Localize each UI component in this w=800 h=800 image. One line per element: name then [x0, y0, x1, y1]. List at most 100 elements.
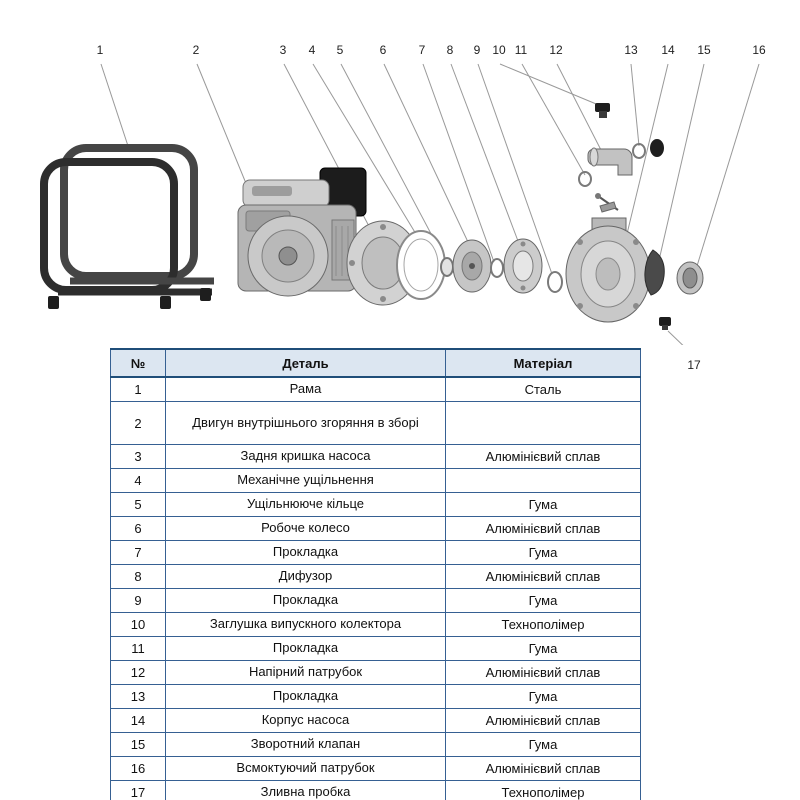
cell-material: Гума — [445, 684, 641, 709]
callout-1: 1 — [96, 43, 104, 57]
cell-no: 5 — [110, 492, 166, 517]
table-row: 3 Задня кришка насоса Алюмінієвий сплав — [110, 444, 641, 469]
table-row: 10 Заглушка випускного колектора Технопо… — [110, 612, 641, 637]
table-header-row: № Деталь Матеріал — [110, 348, 641, 378]
impeller-part — [452, 239, 492, 293]
callout-9: 9 — [473, 43, 481, 57]
cell-no: 4 — [110, 468, 166, 493]
table-row: 16 Всмоктуючий патрубок Алюмінієвий спла… — [110, 756, 641, 781]
callout-17: 17 — [687, 358, 701, 372]
cell-no: 1 — [110, 376, 166, 402]
cell-part: Рама — [165, 376, 446, 402]
table-row: 7 Прокладка Гума — [110, 540, 641, 565]
callout-4: 4 — [308, 43, 316, 57]
o-ring-part — [440, 257, 454, 277]
gasket-part-7 — [490, 258, 504, 278]
cell-material: Гума — [445, 636, 641, 661]
exploded-view-diagram: 1 2 3 4 5 6 7 8 9 10 11 12 13 14 15 16 1… — [0, 0, 800, 371]
cell-material — [445, 468, 641, 493]
callout-2: 2 — [192, 43, 200, 57]
cell-material: Гума — [445, 732, 641, 757]
callout-15: 15 — [697, 43, 711, 57]
callout-11: 11 — [514, 43, 528, 57]
cell-material: Гума — [445, 540, 641, 565]
cell-part: Прокладка — [165, 588, 446, 613]
cell-part: Ущільнююче кільце — [165, 492, 446, 517]
cell-part: Прокладка — [165, 636, 446, 661]
cell-material: Алюмінієвий сплав — [445, 516, 641, 541]
cell-material: Сталь — [445, 376, 641, 402]
table-row: 6 Робоче колесо Алюмінієвий сплав — [110, 516, 641, 541]
cell-material: Технополімер — [445, 612, 641, 637]
cell-no: 16 — [110, 756, 166, 781]
cell-part: Зливна пробка — [165, 780, 446, 800]
diffuser-part — [503, 238, 543, 294]
callout-13: 13 — [624, 43, 638, 57]
cell-part: Прокладка — [165, 540, 446, 565]
frame-part — [40, 144, 214, 309]
cell-part: Механічне ущільнення — [165, 468, 446, 493]
pump-housing-part — [565, 217, 651, 323]
cell-material: Алюмінієвий сплав — [445, 708, 641, 733]
header-material: Матеріал — [445, 348, 641, 378]
cell-no: 11 — [110, 636, 166, 661]
cell-material: Гума — [445, 588, 641, 613]
cell-part: Всмоктуючий патрубок — [165, 756, 446, 781]
table-row: 11 Прокладка Гума — [110, 636, 641, 661]
table-row: 17 Зливна пробка Технополімер — [110, 780, 641, 800]
cell-no: 10 — [110, 612, 166, 637]
table-row: 12 Напірний патрубок Алюмінієвий сплав — [110, 660, 641, 685]
cell-part: Робоче колесо — [165, 516, 446, 541]
cell-no: 2 — [110, 401, 166, 445]
cell-no: 7 — [110, 540, 166, 565]
callout-7: 7 — [418, 43, 426, 57]
table-row: 14 Корпус насоса Алюмінієвий сплав — [110, 708, 641, 733]
engine-part — [237, 167, 367, 297]
check-valve-part — [644, 249, 665, 296]
table-row: 15 Зворотний клапан Гума — [110, 732, 641, 757]
callout-5: 5 — [336, 43, 344, 57]
cell-no: 12 — [110, 660, 166, 685]
cell-no: 14 — [110, 708, 166, 733]
cell-part: Прокладка — [165, 684, 446, 709]
table-row: 5 Ущільнююче кільце Гума — [110, 492, 641, 517]
callout-10: 10 — [492, 43, 506, 57]
header-no: № — [110, 348, 166, 378]
cell-part: Двигун внутрішнього згоряння в зборі — [165, 401, 446, 445]
outlet-plug-part — [595, 103, 610, 118]
callout-12: 12 — [549, 43, 563, 57]
callout-8: 8 — [446, 43, 454, 57]
callout-6: 6 — [379, 43, 387, 57]
diagram-svg — [40, 63, 760, 345]
cell-material — [445, 401, 641, 445]
parts-table: № Деталь Матеріал 1 Рама Сталь 2 Двигун … — [110, 348, 641, 800]
callout-16: 16 — [752, 43, 766, 57]
suction-pipe-part — [676, 261, 704, 295]
table-row: 2 Двигун внутрішнього згоряння в зборі — [110, 401, 641, 445]
cell-part: Напірний патрубок — [165, 660, 446, 685]
mechanical-seal-part — [396, 230, 446, 300]
cell-no: 9 — [110, 588, 166, 613]
cell-no: 15 — [110, 732, 166, 757]
cell-part: Зворотний клапан — [165, 732, 446, 757]
cell-no: 8 — [110, 564, 166, 589]
gasket-part-13 — [632, 139, 664, 159]
cell-no: 6 — [110, 516, 166, 541]
cell-part: Задня кришка насоса — [165, 444, 446, 469]
cell-no: 3 — [110, 444, 166, 469]
gasket-part-11 — [578, 171, 592, 187]
cell-part: Дифузор — [165, 564, 446, 589]
cell-material: Алюмінієвий сплав — [445, 444, 641, 469]
table-row: 9 Прокладка Гума — [110, 588, 641, 613]
cell-no: 17 — [110, 780, 166, 800]
cell-no: 13 — [110, 684, 166, 709]
cell-material: Алюмінієвий сплав — [445, 660, 641, 685]
cell-material: Алюмінієвий сплав — [445, 564, 641, 589]
discharge-pipe-part — [587, 147, 633, 176]
table-row: 13 Прокладка Гума — [110, 684, 641, 709]
cell-material: Технополімер — [445, 780, 641, 800]
table-row: 8 Дифузор Алюмінієвий сплав — [110, 564, 641, 589]
table-row: 4 Механічне ущільнення — [110, 468, 641, 493]
cell-part: Корпус насоса — [165, 708, 446, 733]
